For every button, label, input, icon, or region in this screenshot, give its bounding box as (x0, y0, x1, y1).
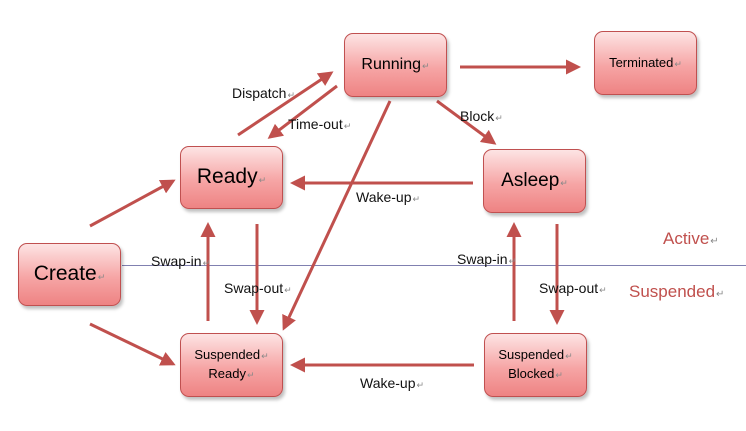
node-terminated-label: Terminated (609, 54, 682, 73)
node-suspended-ready-line2: Ready (194, 365, 268, 384)
zone-label-active: Active (663, 229, 719, 249)
node-asleep: Asleep (483, 149, 586, 213)
edge-label-swap-out-right: Swap-out (539, 280, 607, 296)
node-terminated: Terminated (594, 31, 697, 95)
node-suspended-blocked-line1: Suspended (498, 346, 572, 365)
arrow-ready-to-running (237, 71, 334, 137)
edge-label-wake-up-active: Wake-up (356, 189, 420, 205)
edge-label-swap-out-left: Swap-out (224, 280, 292, 296)
edge-label-wake-up-suspended: Wake-up (360, 375, 424, 391)
node-suspended-blocked-line2: Blocked (498, 365, 572, 384)
node-asleep-label: Asleep (501, 167, 568, 195)
edge-label-dispatch: Dispatch (232, 85, 295, 101)
node-create-label: Create (34, 259, 106, 289)
arrow-running-to-suspended-ready (282, 100, 392, 331)
node-ready-label: Ready (197, 162, 266, 192)
node-suspended-ready-line1: Suspended (194, 346, 268, 365)
node-suspended-blocked: Suspended Blocked (484, 333, 587, 397)
edge-label-block: Block (460, 108, 503, 124)
arrow-create-to-suspended-ready (89, 322, 176, 366)
node-ready: Ready (180, 146, 283, 209)
node-running: Running (344, 33, 447, 97)
zone-label-suspended: Suspended (629, 282, 724, 302)
active-suspended-separator-line (122, 265, 746, 266)
edge-label-swap-in-left: Swap-in (151, 253, 210, 269)
arrow-create-to-ready (89, 179, 176, 228)
arrow-running-to-ready (267, 84, 338, 139)
edge-label-time-out: Time-out (288, 116, 351, 132)
edge-label-swap-in-right: Swap-in (457, 251, 516, 267)
node-running-label: Running (361, 53, 429, 76)
node-create: Create (18, 243, 121, 306)
node-suspended-ready: Suspended Ready (180, 333, 283, 397)
